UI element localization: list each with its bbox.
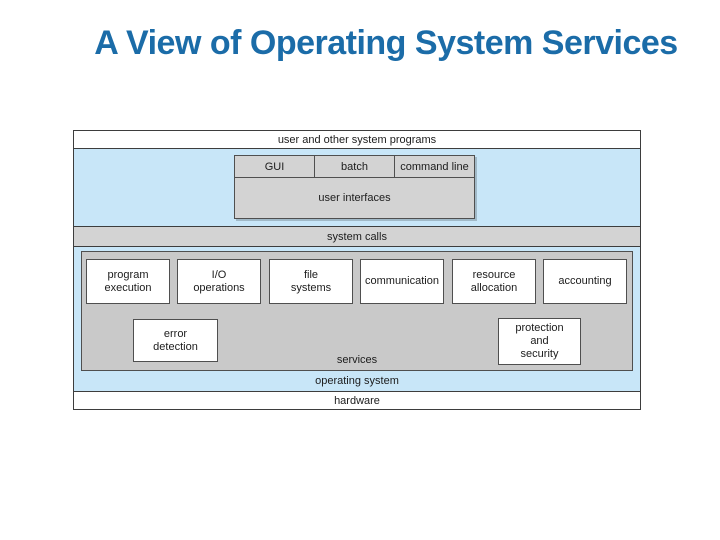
user-interfaces-box: GUI batch command line user interfaces [234,155,475,219]
service-file-systems: file systems [269,259,353,304]
user-programs-band: user and other system programs [74,131,640,149]
operating-system-zone: GUI batch command line user interfaces s… [74,149,640,391]
ui-cell-batch: batch [314,156,394,177]
ui-cell-gui: GUI [264,160,285,173]
services-area: program execution I/O operations file sy… [81,251,633,371]
operating-system-label: operating system [315,375,399,387]
ui-cell-command-line: command line [394,156,474,177]
system-calls-band: system calls [74,226,640,247]
service-protection-security: protection and security [498,318,581,365]
services-label: services [336,354,378,366]
service-accounting: accounting [543,259,627,304]
service-resource-allocation: resource allocation [452,259,536,304]
user-interfaces-label: user interfaces [318,192,391,204]
service-communication: communication [360,259,444,304]
service-program-execution: program execution [86,259,170,304]
service-error-detection: error detection [133,319,218,362]
user-interface-types-row: GUI batch command line [235,156,474,178]
service-io-operations: I/O operations [177,259,261,304]
slide-title: A View of Operating System Services [94,24,678,62]
os-services-diagram: user and other system programs GUI batch… [73,130,641,410]
hardware-band: hardware [74,391,640,409]
